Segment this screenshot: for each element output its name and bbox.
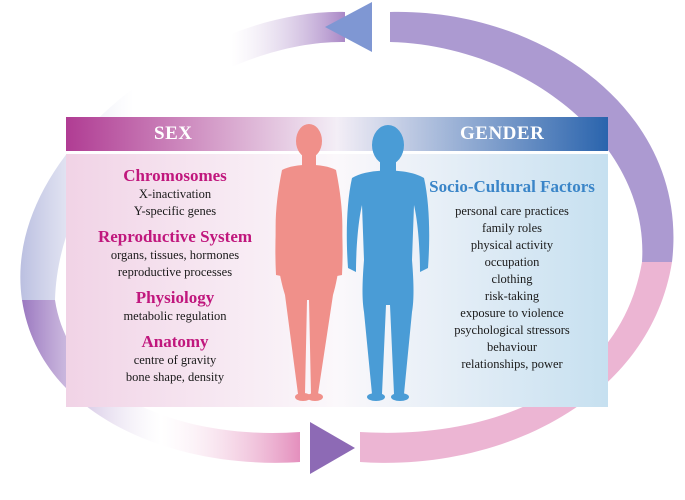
sex-factor-item: bone shape, density xyxy=(125,370,225,384)
sex-header: SEX xyxy=(154,123,193,144)
sex-factor-item: Y-specific genes xyxy=(133,204,217,218)
sex-factor-item: organs, tissues, hormones xyxy=(110,248,240,262)
section-title-chromosomes: Chromosomes xyxy=(123,166,227,185)
gender-factor-item: clothing xyxy=(491,272,533,286)
cycle-arrow-top-icon xyxy=(325,2,372,52)
sex-factor-item: centre of gravity xyxy=(133,353,217,367)
gender-factor-item: occupation xyxy=(484,255,540,269)
gender-factor-item: exposure to violence xyxy=(460,306,564,320)
gender-factor-item: physical activity xyxy=(470,238,554,252)
section-title-anatomy: Anatomy xyxy=(141,332,209,351)
section-title-reproductive-system: Reproductive System xyxy=(97,227,253,246)
section-title-socio-cultural-factors: Socio-Cultural Factors xyxy=(429,177,595,196)
cycle-arrow-bottom-icon xyxy=(310,422,355,474)
gender-factor-item: psychological stressors xyxy=(454,323,570,337)
gender-factor-item: personal care practices xyxy=(455,204,569,218)
gender-factor-item: relationships, power xyxy=(461,357,563,371)
gender-factor-item: family roles xyxy=(481,221,543,235)
gender-factor-item: behaviour xyxy=(487,340,537,354)
header-band xyxy=(66,117,608,151)
female-silhouette-icon xyxy=(275,124,343,401)
gender-factor-item: risk-taking xyxy=(484,289,540,303)
sex-factor-item: reproductive processes xyxy=(117,265,233,279)
sex-factor-item: metabolic regulation xyxy=(123,309,227,323)
cycle-arc-right xyxy=(390,11,674,262)
sex-factor-item: X-inactivation xyxy=(138,187,212,201)
section-title-physiology: Physiology xyxy=(135,288,215,307)
sex-factors-list: Chromosomes X-inactivation Y-specific ge… xyxy=(66,166,284,386)
male-silhouette-icon xyxy=(346,125,430,401)
gender-header: GENDER xyxy=(460,123,545,144)
gender-factors-list: Socio-Cultural Factors personal care pra… xyxy=(418,177,606,373)
cycle-arc-bottom-right xyxy=(360,262,672,463)
